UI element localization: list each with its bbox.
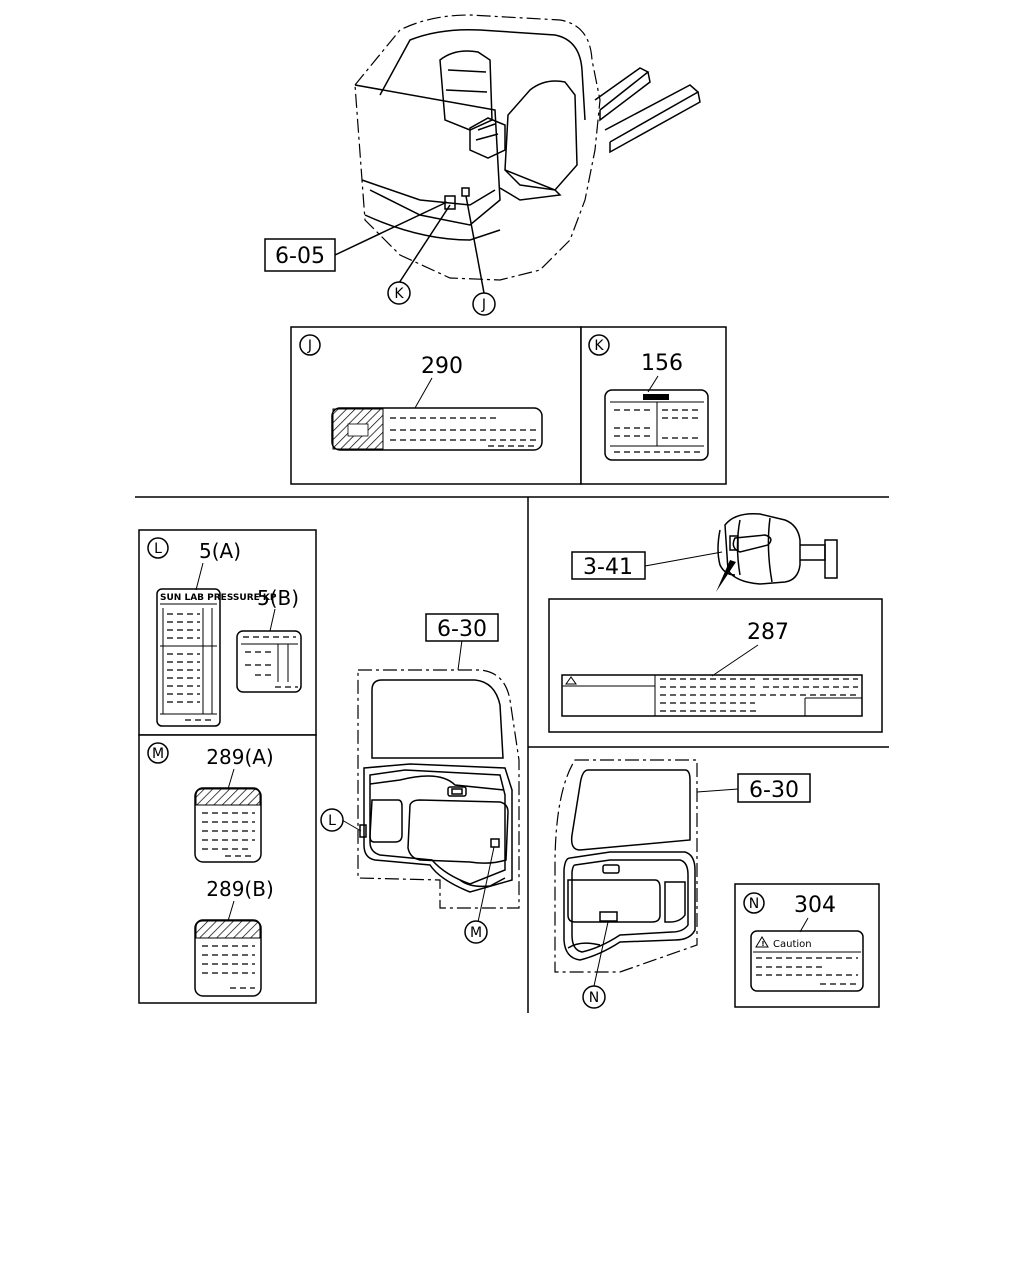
door-left-illustration: [341, 639, 520, 923]
panel-287: 287: [548, 598, 883, 733]
label-304: ! Caution: [750, 930, 864, 992]
ref-3-41[interactable]: 3-41: [571, 551, 646, 580]
svg-text:!: !: [761, 940, 764, 948]
ref-6-30-right[interactable]: 6-30: [737, 773, 811, 803]
door-right-illustration: [554, 759, 739, 987]
panel-n: N 304 ! Caution: [734, 883, 880, 1008]
label-289b: [194, 919, 262, 997]
panel-m: M 289(A) 289(B): [138, 734, 317, 1004]
ref-6-30-right-label: 6-30: [749, 778, 799, 803]
callout-l-door: L: [320, 808, 344, 832]
part-287-number: 287: [747, 620, 789, 645]
callout-j-top: J: [472, 292, 496, 316]
panel-k: K 156: [580, 326, 727, 485]
callout-l-letter: L: [328, 813, 336, 829]
label-5b: [236, 630, 302, 693]
part-156-number: 156: [641, 351, 683, 376]
panel-m-letter: M: [152, 746, 164, 762]
panel-k-letter: K: [594, 338, 604, 354]
callout-m-letter: M: [470, 925, 482, 941]
part-304-number: 304: [794, 893, 836, 918]
cab-illustration: [334, 14, 701, 294]
callout-m-door: M: [464, 920, 488, 944]
callout-k-letter: K: [394, 286, 404, 302]
part-289a-number: 289(A): [206, 745, 273, 769]
label-287: [561, 674, 863, 717]
part-5b-number: 5(B): [257, 586, 299, 610]
panel-n-letter: N: [749, 896, 759, 912]
label-156: [604, 389, 709, 461]
part-290-number: 290: [421, 354, 463, 379]
ref-3-41-label: 3-41: [583, 555, 633, 580]
label-5a-header: SUN LAB PRESSURE KP: [160, 593, 277, 603]
ref-6-30-left[interactable]: 6-30: [425, 613, 499, 642]
callout-n-letter: N: [589, 990, 599, 1006]
part-5a-number: 5(A): [199, 539, 241, 563]
label-5a: SUN LAB PRESSURE KP: [156, 588, 277, 727]
panel-l: L 5(A) SUN LAB PRESSURE KP 5(B): [138, 529, 317, 736]
ref-6-05[interactable]: 6-05: [264, 238, 336, 272]
label-289a: [194, 787, 262, 863]
callout-k-top: K: [387, 281, 411, 305]
callout-n-door: N: [582, 985, 606, 1009]
part-289b-number: 289(B): [206, 877, 274, 901]
engine-part-illustration: [644, 512, 838, 592]
ref-6-05-label: 6-05: [275, 244, 325, 269]
panel-l-letter: L: [154, 541, 162, 557]
panel-j-letter: J: [307, 338, 312, 354]
callout-j-letter: J: [481, 297, 486, 313]
panel-j: J 290: [290, 326, 582, 485]
label-290: [331, 407, 543, 451]
ref-6-30-left-label: 6-30: [437, 617, 487, 642]
label-304-caution-text: Caution: [773, 939, 812, 950]
